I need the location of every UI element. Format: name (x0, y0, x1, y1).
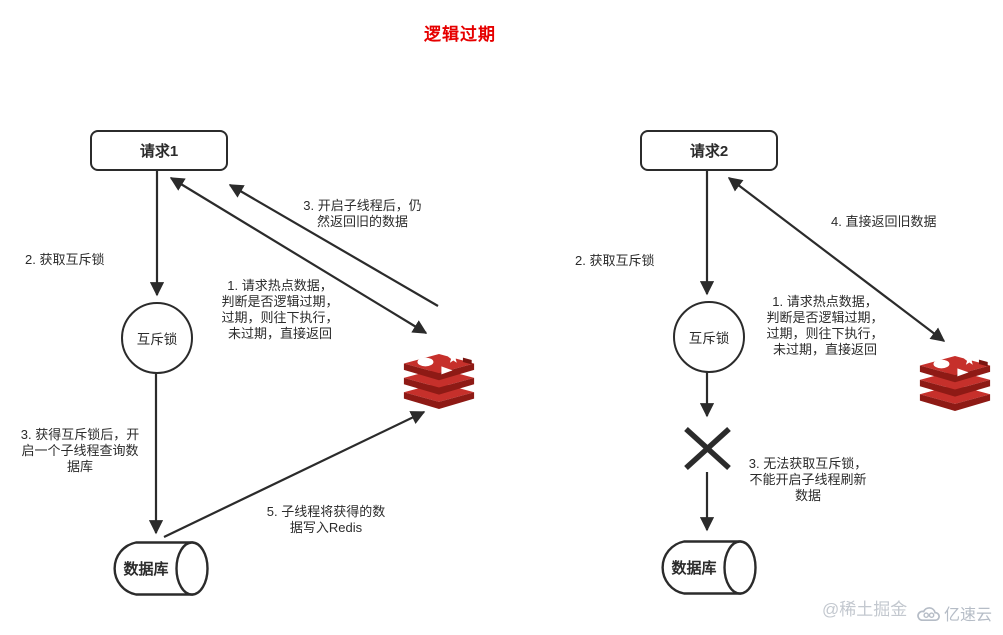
redis-icon (919, 354, 991, 412)
request2-label: 请求2 (689, 143, 729, 160)
arrow-database-to-redis (163, 411, 426, 538)
label-step1-left: 1. 请求热点数据， 判断是否逻辑过期， 过期，则往下执行， 未过期，直接返回 (221, 278, 339, 341)
label-step3-fail-right: 3. 无法获取互斥锁， 不能开启子线程刷新 数据 (748, 456, 868, 503)
label-step3-return-left: 3. 开启子线程后，仍 然返回旧的数据 (303, 198, 422, 229)
label-step4-right: 4. 直接返回旧数据 (831, 214, 937, 229)
request1-box: 请求1 (90, 130, 228, 171)
label-step5-left: 5. 子线程将获得的数 据写入Redis (266, 504, 386, 535)
database-label-right: 数据库 (671, 560, 717, 577)
redis-icon (403, 352, 475, 410)
request2-box: 请求2 (640, 130, 778, 171)
mutex-circle-right: 互斥锁 (673, 301, 745, 373)
watermark-yisucloud: 亿速云 (917, 601, 992, 625)
database-label-left: 数据库 (123, 561, 169, 578)
label-step1-right: 1. 请求热点数据， 判断是否逻辑过期， 过期，则往下执行， 未过期，直接返回 (766, 294, 884, 357)
arrow-request2-redis-bidirectional (727, 177, 946, 342)
cylinder-shape (661, 540, 757, 595)
mutex-label-right: 互斥锁 (688, 331, 730, 346)
label-step3-thread-left: 3. 获得互斥锁后，开 启一个子线程查询数 据库 (20, 427, 140, 474)
database-cylinder-right: 数据库 (654, 539, 758, 596)
cylinder-shape (113, 541, 209, 596)
arrow-redis-to-request1-return (228, 184, 439, 307)
request1-label: 请求1 (139, 143, 179, 160)
cloud-icon (917, 606, 940, 621)
arrow-request1-redis-bidirectional (169, 177, 428, 334)
mutex-circle-left: 互斥锁 (121, 302, 193, 374)
label-step2-right: 2. 获取互斥锁 (575, 253, 655, 268)
x-mark-icon (684, 426, 731, 471)
mutex-label-left: 互斥锁 (136, 332, 178, 347)
watermark-juejin: @稀土掘金 (822, 600, 908, 619)
database-cylinder-left: 数据库 (106, 540, 210, 597)
diagram-title: 逻辑过期 (424, 25, 496, 44)
label-step2-left: 2. 获取互斥锁 (25, 252, 105, 267)
watermark-yisucloud-text: 亿速云 (944, 607, 993, 624)
